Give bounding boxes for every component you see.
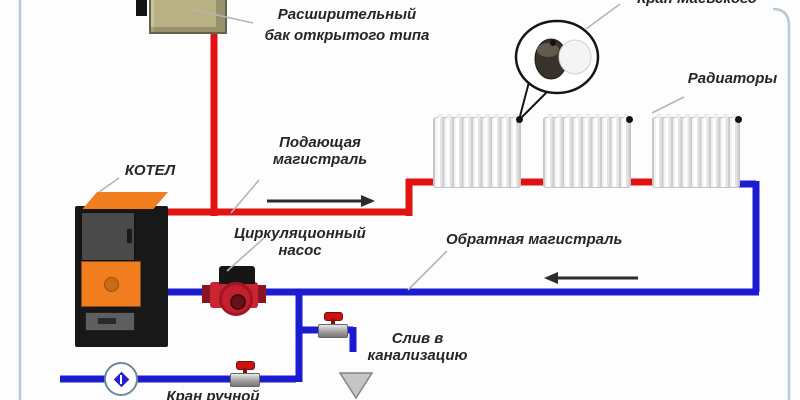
label-supply-line: Подающая магистраль bbox=[272, 134, 368, 168]
mayevsky-valve-dot bbox=[626, 116, 633, 123]
valve-body bbox=[230, 373, 260, 387]
return-flow-arrow-icon bbox=[544, 272, 638, 284]
mayevsky-zoom-bubble bbox=[514, 19, 600, 124]
valve-stem bbox=[243, 368, 247, 374]
expansion-tank bbox=[149, 0, 227, 34]
radiator-top-knobs bbox=[546, 112, 628, 120]
label-mayevsky-valve: Кран Маевского bbox=[607, 0, 787, 8]
pump-hub bbox=[230, 294, 246, 310]
callout-boiler bbox=[98, 177, 120, 193]
radiator-3 bbox=[652, 112, 742, 188]
boiler-door-handle bbox=[127, 229, 132, 243]
drain-funnel-icon bbox=[338, 372, 374, 400]
label-expansion-tank: Расширительный бак открытого типа bbox=[264, 6, 430, 44]
drain-ball-valve bbox=[318, 312, 348, 339]
callout-supply bbox=[230, 179, 260, 214]
filter-symbol-icon bbox=[104, 362, 138, 396]
feed-ball-valve bbox=[230, 361, 260, 388]
boiler-hatch-slot bbox=[98, 318, 116, 324]
callout-pump bbox=[226, 237, 265, 272]
valve-stem bbox=[331, 319, 335, 325]
mayevsky-valve-nipple bbox=[550, 40, 556, 46]
label-drain: Слив в канализацию bbox=[367, 330, 468, 364]
label-manual-valve: Кран ручной bbox=[166, 388, 260, 400]
valve-body bbox=[318, 324, 348, 338]
boiler-top bbox=[82, 192, 168, 209]
tank-overflow-pipe bbox=[136, 0, 147, 16]
boiler-emblem bbox=[104, 277, 119, 292]
callout-radiators bbox=[651, 96, 685, 114]
boiler-upper-door bbox=[81, 212, 135, 261]
label-circulation-pump: Циркуляционный насос bbox=[234, 225, 366, 259]
supply-flow-arrow-icon bbox=[267, 195, 375, 207]
callout-return bbox=[407, 250, 448, 291]
boiler bbox=[75, 192, 168, 347]
boiler-front-panel bbox=[81, 261, 141, 307]
filter-slit bbox=[120, 375, 122, 384]
circulation-pump bbox=[202, 266, 266, 318]
mayevsky-valve-dot bbox=[735, 116, 742, 123]
label-boiler: КОТЕЛ bbox=[124, 162, 176, 179]
radiator-top-knobs bbox=[655, 112, 737, 120]
pump-flange-left bbox=[202, 285, 210, 303]
radiator-top-knobs bbox=[436, 112, 518, 120]
mayevsky-valve-cap bbox=[558, 39, 592, 75]
boiler-ash-hatch bbox=[85, 312, 135, 331]
label-return-line: Обратная магистраль bbox=[446, 231, 623, 248]
radiator-2 bbox=[543, 112, 633, 188]
callout-mayevsky bbox=[585, 3, 621, 30]
pump-head bbox=[219, 282, 253, 316]
pump-flange-right bbox=[258, 285, 266, 303]
frame-right-border bbox=[772, 7, 791, 400]
mayevsky-valve-highlight bbox=[537, 43, 559, 57]
label-radiators: Радиаторы bbox=[687, 70, 778, 87]
callout-expansion-tank bbox=[189, 8, 254, 24]
